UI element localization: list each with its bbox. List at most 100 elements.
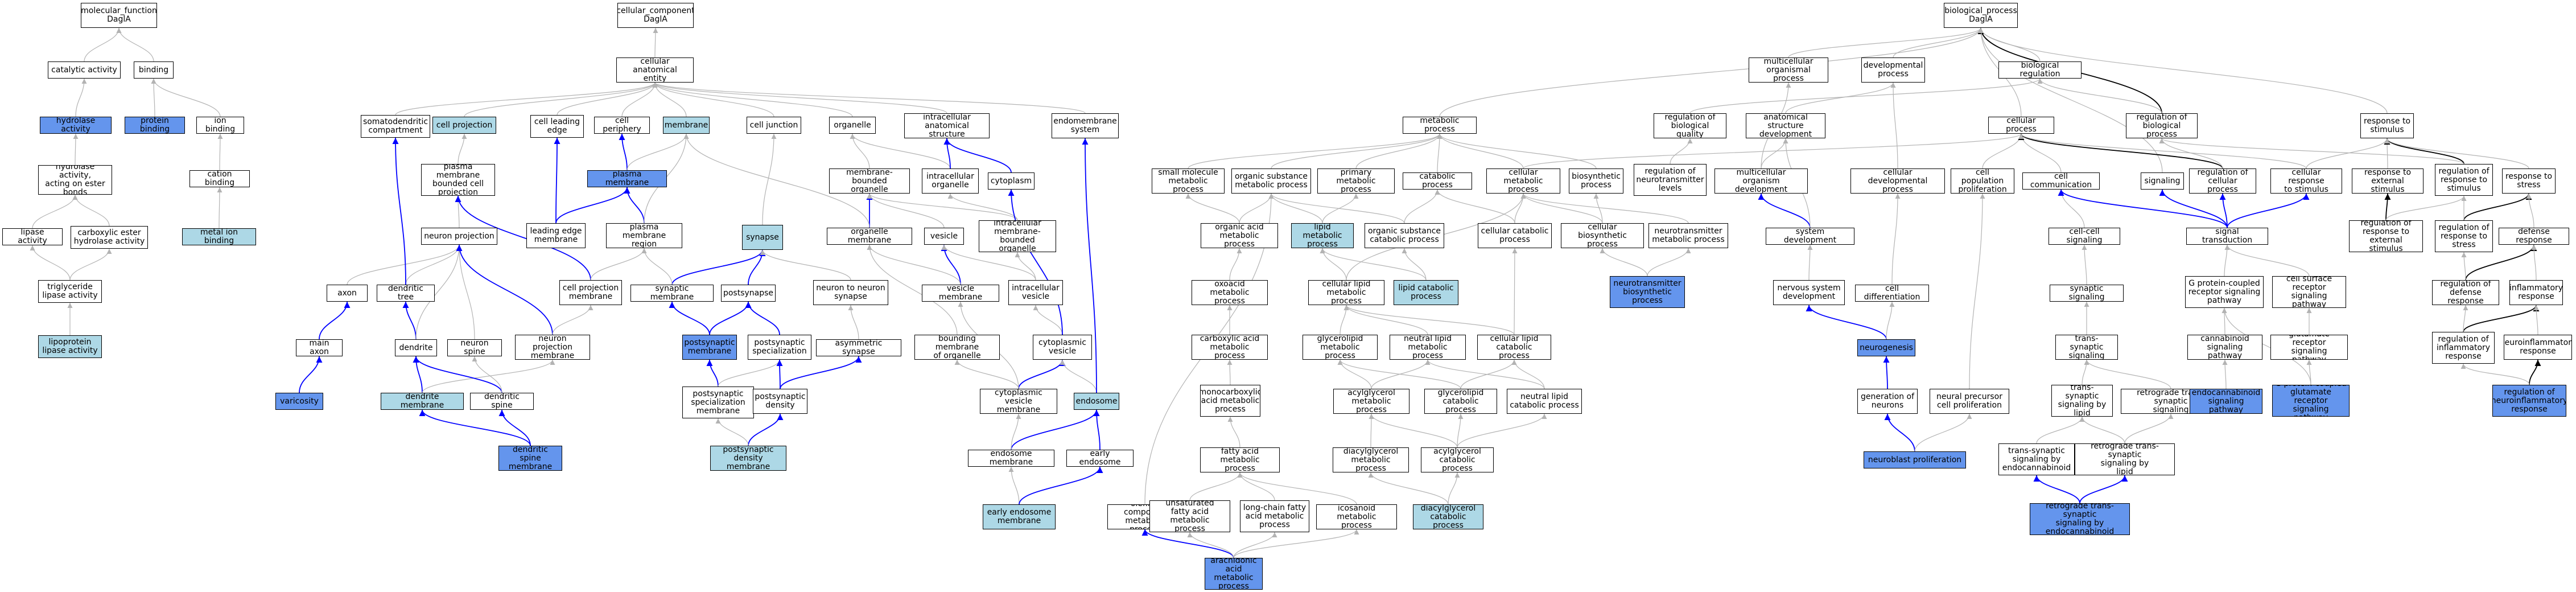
node-defense-response[interactable]: defense response (2499, 228, 2569, 245)
node-cellular-biosynthetic[interactable]: cellular biosynthetic process (1561, 223, 1644, 248)
node-varicosity[interactable]: varicosity (275, 393, 323, 410)
node-triglyceride-lipase[interactable]: triglyceride lipase activity (38, 280, 102, 303)
node-cytoplasmic-vesicle-membrane[interactable]: cytoplasmic vesicle membrane (980, 389, 1057, 414)
node-reg-response-external[interactable]: regulation of response to external stimu… (2349, 220, 2423, 252)
node-postsynaptic-specialization[interactable]: postsynaptic specialization (748, 335, 811, 360)
node-binding[interactable]: binding (134, 61, 174, 79)
node-trans-synaptic-endocannabinoid[interactable]: trans-synaptic signaling by endocannabin… (1998, 443, 2075, 475)
node-cellular-response-to-stimulus[interactable]: cellular response to stimulus (2270, 168, 2342, 194)
node-organelle-membrane[interactable]: organelle membrane (827, 228, 912, 245)
node-response-to-stimulus[interactable]: response to stimulus (2360, 113, 2414, 138)
node-dendritic-tree[interactable]: dendritic tree (377, 285, 435, 302)
node-organic-substance-catabolic[interactable]: organic substance catabolic process (1365, 223, 1444, 248)
node-intracellular-organelle[interactable]: intracellular organelle (922, 168, 979, 194)
node-synapse[interactable]: synapse (742, 225, 783, 250)
node-organelle[interactable]: organelle (829, 117, 876, 134)
node-cellular-component[interactable]: cellular_component DaglA (617, 3, 694, 28)
node-biosynthetic-process[interactable]: biosynthetic process (1569, 168, 1623, 194)
node-organic-acid-metabolic[interactable]: organic acid metabolic process (1201, 223, 1278, 248)
node-reg-cellular-process[interactable]: regulation of cellular process (2189, 168, 2256, 194)
node-postsynaptic-density[interactable]: postsynaptic density (753, 389, 807, 414)
node-retrograde-lipid[interactable]: retrograde trans-synaptic signaling by l… (2075, 443, 2175, 475)
node-diacylglycerol-catabolic[interactable]: diacylglycerol catabolic process (1413, 504, 1483, 529)
node-cytoplasmic-vesicle[interactable]: cytoplasmic vesicle (1033, 335, 1092, 360)
node-molecular-function[interactable]: molecular_function DaglA (81, 3, 157, 28)
node-hydrolase-ester[interactable]: hydrolase activity, acting on ester bond… (38, 165, 112, 195)
node-somatodendritic[interactable]: somatodendritic compartment (361, 115, 430, 138)
node-reg-defense-response[interactable]: regulation of defense response (2432, 280, 2499, 305)
node-retrograde-endocannabinoid[interactable]: retrograde trans-synaptic signaling by e… (2030, 503, 2130, 535)
node-reg-response-to-stress[interactable]: regulation of response to stress (2435, 220, 2493, 252)
node-membrane-bounded-organelle[interactable]: membrane-bounded organelle (829, 168, 910, 194)
node-reg-neuroinflammatory[interactable]: regulation of neuroinflammatory response (2492, 385, 2566, 417)
node-synaptic-membrane[interactable]: synaptic membrane (630, 285, 714, 302)
node-lipid-catabolic[interactable]: lipid catabolic process (1394, 280, 1458, 305)
node-cellular-catabolic[interactable]: cellular catabolic process (1478, 223, 1552, 248)
node-neurotransmitter-metabolic[interactable]: neurotransmitter metabolic process (1648, 223, 1728, 248)
node-lipid-metabolic[interactable]: lipid metabolic process (1291, 223, 1354, 248)
node-metabolic-process[interactable]: metabolic process (1403, 117, 1477, 134)
node-cytoplasm[interactable]: cytoplasm (988, 172, 1034, 190)
node-cation-binding[interactable]: cation binding (189, 170, 250, 187)
node-neuron-spine[interactable]: neuron spine (447, 339, 502, 356)
node-arachidonic[interactable]: arachidonic acid metabolic process (1205, 558, 1263, 590)
node-response-to-stress[interactable]: response to stress (2502, 168, 2556, 194)
node-system-development[interactable]: system development (1766, 228, 1854, 245)
node-neuroblast-proliferation[interactable]: neuroblast proliferation (1864, 451, 1966, 468)
node-acylglycerol-metabolic[interactable]: acylglycerol metabolic process (1333, 389, 1409, 414)
node-neuron-projection-membrane[interactable]: neuron projection membrane (515, 335, 590, 360)
node-small-molecule-metabolic[interactable]: small molecule metabolic process (1152, 168, 1225, 194)
node-intracellular-vesicle[interactable]: intracellular vesicle (1008, 280, 1063, 305)
node-protein-binding[interactable]: protein binding (125, 117, 185, 134)
node-neuroinflammatory[interactable]: neuroinflammatory response (2504, 335, 2572, 360)
node-dendrite-membrane[interactable]: dendrite membrane (381, 393, 464, 410)
node-neurotransmitter-biosynthetic[interactable]: neurotransmitter biosynthetic process (1610, 276, 1685, 308)
node-reg-biological-quality[interactable]: regulation of biological quality (1654, 113, 1726, 138)
node-biological-regulation[interactable]: biological regulation (1998, 61, 2082, 79)
node-cell-communication[interactable]: cell communication (2022, 172, 2100, 190)
node-postsynaptic-membrane[interactable]: postsynaptic membrane (682, 335, 737, 360)
node-signal-transduction[interactable]: signal transduction (2186, 228, 2268, 245)
node-cell-junction[interactable]: cell junction (747, 117, 801, 134)
node-dendritic-spine[interactable]: dendritic spine (470, 393, 534, 410)
node-postsynaptic-spec-membrane[interactable]: postsynaptic specialization membrane (682, 387, 754, 418)
node-postsynaptic-density-membrane[interactable]: postsynaptic density membrane (710, 446, 786, 471)
node-cell-leading-edge[interactable]: cell leading edge (530, 115, 584, 138)
node-catalytic-activity[interactable]: catalytic activity (48, 61, 121, 79)
node-neutral-lipid-metabolic[interactable]: neutral lipid metabolic process (1390, 335, 1466, 360)
node-multicellular-organism-dev[interactable]: multicellular organism development (1714, 168, 1808, 194)
node-neutral-lipid-catabolic[interactable]: neutral lipid catabolic process (1507, 389, 1582, 414)
node-asymmetric-synapse[interactable]: asymmetric synapse (816, 339, 901, 356)
node-reg-response-to-stimulus[interactable]: regulation of response to stimulus (2435, 164, 2493, 196)
node-acylglycerol-catabolic[interactable]: acylglycerol catabolic process (1421, 447, 1494, 472)
node-lipase-activity[interactable]: lipase activity (2, 228, 63, 245)
node-cellular-anatomical-entity[interactable]: cellular anatomical entity (616, 57, 694, 83)
node-vesicle-membrane[interactable]: vesicle membrane (922, 285, 999, 302)
node-trans-synaptic-lipid[interactable]: trans-synaptic signaling by lipid (2051, 385, 2113, 417)
node-generation-of-neurons[interactable]: generation of neurons (1857, 389, 1918, 414)
node-synaptic-signaling[interactable]: synaptic signaling (2050, 285, 2124, 302)
node-response-to-external-stimulus[interactable]: response to external stimulus (2352, 168, 2423, 194)
node-cellular-metabolic[interactable]: cellular metabolic process (1486, 168, 1560, 194)
node-intracellular-mbo[interactable]: intracellular membrane-bounded organelle (979, 220, 1056, 252)
node-plasma-membrane-bounded[interactable]: plasma membrane bounded cell projection (421, 164, 495, 196)
node-plasma-membrane[interactable]: plasma membrane (587, 170, 667, 187)
node-g-protein-glutamate[interactable]: G protein-coupled glutamate receptor sig… (2272, 385, 2350, 417)
node-diacylglycerol-metabolic[interactable]: diacylglycerol metabolic process (1333, 447, 1409, 472)
node-primary-metabolic[interactable]: primary metabolic process (1317, 168, 1395, 194)
node-cannabinoid-signaling[interactable]: cannabinoid signaling pathway (2187, 335, 2262, 360)
node-metal-ion-binding[interactable]: metal ion binding (182, 228, 256, 245)
node-glutamate-receptor[interactable]: glutamate receptor signaling pathway (2270, 335, 2348, 360)
node-long-chain-fatty[interactable]: long-chain fatty acid metabolic process (1240, 500, 1309, 532)
node-endocannabinoid-signaling[interactable]: endocannabinoid signaling pathway (2190, 389, 2262, 414)
node-dendrite[interactable]: dendrite (395, 339, 437, 356)
node-reg-neurotransmitter-levels[interactable]: regulation of neurotransmitter levels (1634, 164, 1707, 196)
node-neurogenesis[interactable]: neurogenesis (1857, 339, 1915, 356)
node-cell-projection-membrane[interactable]: cell projection membrane (559, 280, 622, 305)
node-intracellular-anatomical[interactable]: intracellular anatomical structure (904, 113, 990, 138)
node-vesicle[interactable]: vesicle (924, 228, 964, 245)
node-anatomical-structure-dev[interactable]: anatomical structure development (1746, 113, 1825, 138)
node-hydrolase-activity[interactable]: hydrolase activity (40, 117, 112, 134)
node-glycerolipid-catabolic[interactable]: glycerolipid catabolic process (1424, 389, 1497, 414)
node-cell-population-proliferation[interactable]: cell population proliferation (1951, 168, 2014, 194)
